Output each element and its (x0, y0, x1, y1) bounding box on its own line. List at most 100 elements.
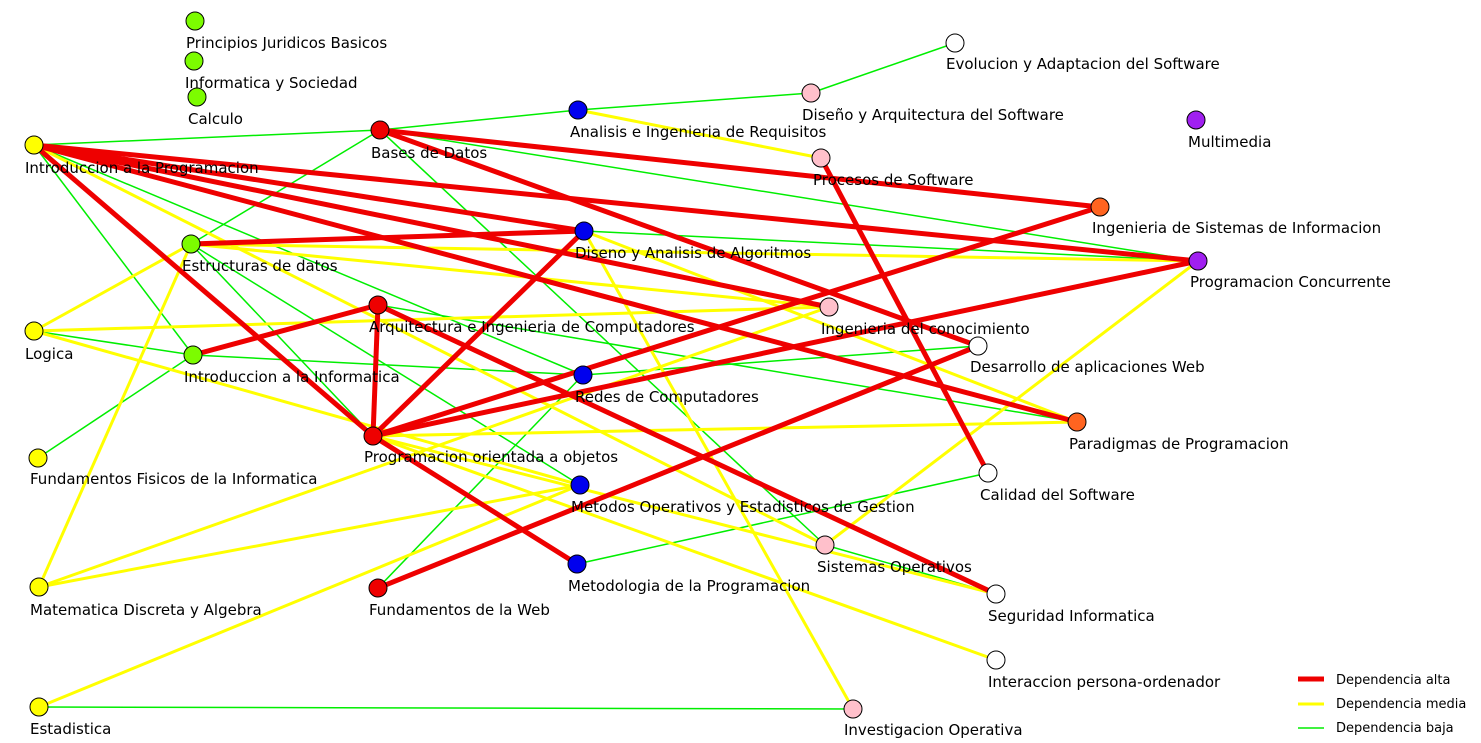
node-label-pjb: Principios Juridicos Basicos (186, 34, 387, 52)
edge-bd-air-baja (379, 109, 579, 131)
edge-air-ps-media (577, 108, 822, 160)
node-ipo[interactable]: Interaccion persona-ordenador (986, 650, 1221, 691)
node-circle-bd[interactable] (370, 120, 390, 140)
node-circle-cal[interactable] (187, 87, 207, 107)
node-circle-csw[interactable] (978, 463, 998, 483)
edge-poo-mp-alta (371, 433, 579, 567)
node-circle-pp[interactable] (1067, 412, 1087, 432)
node-log[interactable]: Logica (24, 321, 73, 363)
node-circle-si[interactable] (986, 584, 1006, 604)
node-ip[interactable]: Introduccion a la Programacion (24, 135, 259, 177)
node-circle-pc[interactable] (1188, 251, 1208, 271)
node-mm[interactable]: Multimedia (1186, 110, 1271, 151)
node-label-daw: Desarrollo de aplicaciones Web (970, 358, 1205, 376)
node-circle-moeg[interactable] (570, 475, 590, 495)
node-si[interactable]: Seguridad Informatica (986, 584, 1155, 625)
node-label-aic: Arquitectura e Ingenieria de Computadore… (369, 318, 695, 336)
node-so[interactable]: Sistemas Operativos (815, 535, 972, 576)
node-label-rc: Redes de Computadores (575, 388, 759, 406)
node-circle-eas[interactable] (945, 33, 965, 53)
node-poo[interactable]: Programacion orientada a objetos (363, 426, 618, 466)
node-circle-ffi[interactable] (28, 448, 48, 468)
edge-bd-ed-baja (190, 129, 381, 245)
node-circle-mda[interactable] (29, 577, 49, 597)
node-circle-rc[interactable] (573, 365, 593, 385)
node-circle-fw[interactable] (368, 578, 388, 598)
node-circle-ipo[interactable] (986, 650, 1006, 670)
node-circle-is[interactable] (184, 51, 204, 71)
edge-air-das-baja (577, 92, 812, 111)
edge-ip-poo-alta (32, 143, 375, 438)
node-label-mda: Matematica Discreta y Algebra (30, 601, 262, 619)
legend-label-alta: Dependencia alta (1336, 673, 1451, 688)
node-circle-air[interactable] (568, 100, 588, 120)
node-circle-log[interactable] (24, 321, 44, 341)
edge-mda-ic-media (38, 305, 830, 589)
node-label-ed: Estructuras de datos (182, 257, 338, 275)
node-circle-est[interactable] (29, 697, 49, 717)
node-circle-ii[interactable] (183, 345, 203, 365)
node-isi[interactable]: Ingenieria de Sistemas de Informacion (1090, 197, 1381, 237)
legend: Dependencia alta Dependencia media Depen… (1298, 673, 1466, 736)
edge-ed-ic-media (190, 242, 830, 309)
node-ps[interactable]: Procesos de Software (811, 148, 974, 189)
node-is[interactable]: Informatica y Sociedad (184, 51, 358, 92)
node-circle-io[interactable] (843, 699, 863, 719)
node-daa[interactable]: Diseno y Analisis de Algoritmos (574, 221, 811, 262)
node-pp[interactable]: Paradigmas de Programacion (1067, 412, 1289, 453)
node-label-eas: Evolucion y Adaptacion del Software (946, 55, 1220, 73)
node-circle-pjb[interactable] (185, 11, 205, 31)
edge-ip-pc-alta (33, 142, 1199, 264)
node-label-io: Investigacion Operativa (844, 721, 1023, 739)
node-label-ipo: Interaccion persona-ordenador (988, 673, 1221, 691)
node-cal[interactable]: Calculo (187, 87, 243, 128)
node-circle-ip[interactable] (24, 135, 44, 155)
node-circle-daa[interactable] (574, 221, 594, 241)
node-moeg[interactable]: Metodos Operativos y Estadisticos de Ges… (570, 475, 915, 516)
node-circle-daw[interactable] (968, 336, 988, 356)
node-est[interactable]: Estadistica (29, 697, 111, 738)
edge-daa-poo-alta (371, 229, 586, 438)
node-pc[interactable]: Programacion Concurrente (1188, 251, 1391, 291)
node-label-ii: Introduccion a la Informatica (184, 368, 400, 386)
node-fw[interactable]: Fundamentos de la Web (368, 578, 550, 619)
node-circle-mp[interactable] (567, 554, 587, 574)
node-ffi[interactable]: Fundamentos Fisicos de la Informatica (28, 448, 317, 488)
node-io[interactable]: Investigacion Operativa (843, 699, 1023, 739)
node-mp[interactable]: Metodologia de la Programacion (567, 554, 810, 595)
node-circle-poo[interactable] (363, 426, 383, 446)
node-daw[interactable]: Desarrollo de aplicaciones Web (968, 336, 1205, 376)
node-label-fw: Fundamentos de la Web (369, 601, 550, 619)
edge-aic-pp-baja (377, 304, 1078, 423)
node-label-ic: Ingenieria del conocimiento (821, 320, 1030, 338)
node-ed[interactable]: Estructuras de datos (181, 234, 338, 275)
node-eas[interactable]: Evolucion y Adaptacion del Software (945, 33, 1220, 73)
node-das[interactable]: Diseño y Arquitectura del Software (801, 83, 1064, 124)
edge-ip-so-media (33, 143, 826, 547)
edge-bd-isi-alta (379, 127, 1101, 210)
node-mda[interactable]: Matematica Discreta y Algebra (29, 577, 262, 619)
node-circle-ed[interactable] (181, 234, 201, 254)
edge-isi-poo-alta (372, 204, 1101, 439)
node-rc[interactable]: Redes de Computadores (573, 365, 759, 406)
edge-ed-moeg-baja (190, 243, 581, 486)
node-ii[interactable]: Introduccion a la Informatica (183, 345, 400, 386)
node-circle-das[interactable] (801, 83, 821, 103)
node-circle-ps[interactable] (811, 148, 831, 168)
edge-log-ii-baja (33, 330, 194, 356)
edge-ip-daa-alta (33, 142, 585, 234)
node-circle-mm[interactable] (1186, 110, 1206, 130)
node-label-poo: Programacion orientada a objetos (364, 448, 618, 466)
edge-ip-ii-baja (33, 144, 194, 356)
node-ic[interactable]: Ingenieria del conocimiento (819, 297, 1030, 338)
node-circle-aic[interactable] (368, 295, 388, 315)
node-circle-isi[interactable] (1090, 197, 1110, 217)
node-circle-ic[interactable] (819, 297, 839, 317)
node-bd[interactable]: Bases de Datos (370, 120, 487, 162)
node-air[interactable]: Analisis e Ingenieria de Requisitos (568, 100, 826, 141)
node-csw[interactable]: Calidad del Software (978, 463, 1135, 504)
node-pjb[interactable]: Principios Juridicos Basicos (185, 11, 387, 52)
node-circle-so[interactable] (815, 535, 835, 555)
node-aic[interactable]: Arquitectura e Ingenieria de Computadore… (368, 295, 695, 336)
legend-label-media: Dependencia media (1336, 697, 1466, 712)
